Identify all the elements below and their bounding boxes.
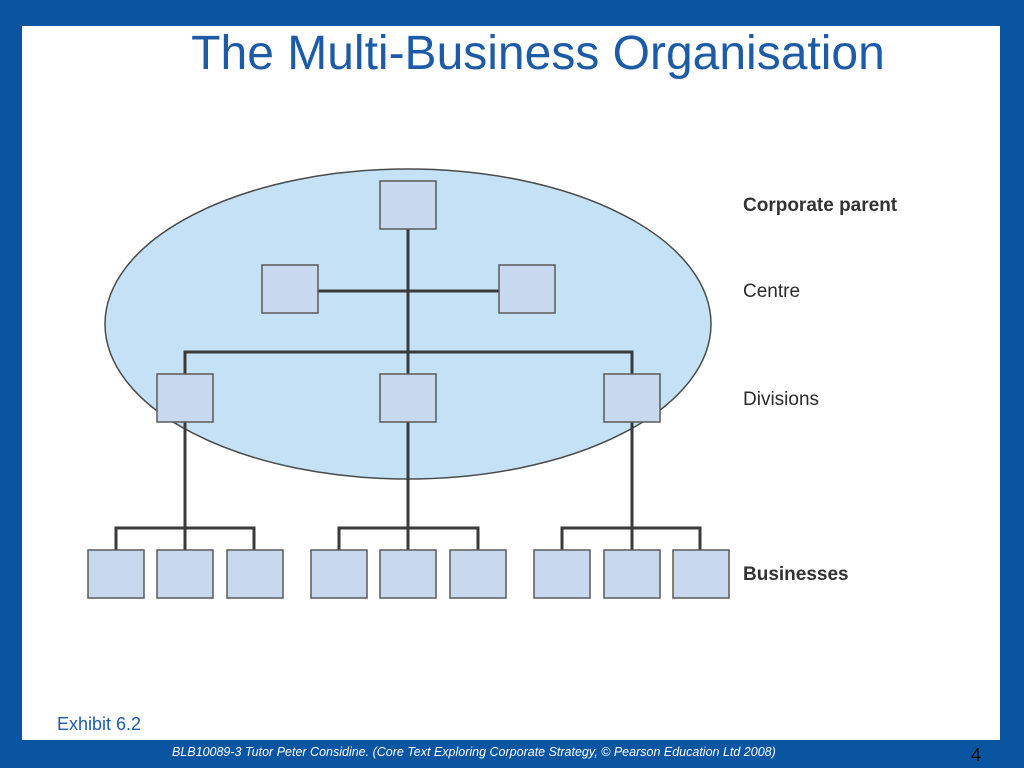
centre-box-right xyxy=(498,264,556,314)
footer-citation: BLB10089-3 Tutor Peter Considine. (Core … xyxy=(172,745,776,759)
org-boxes xyxy=(87,180,730,599)
connector-lines xyxy=(114,227,702,552)
label-centre: Centre xyxy=(743,281,801,302)
exhibit-caption: Exhibit 6.2 xyxy=(57,714,142,734)
division-box-right xyxy=(603,373,661,423)
business-box xyxy=(87,549,145,599)
label-corporate-parent: Corporate parent xyxy=(743,195,898,216)
business-box xyxy=(379,549,437,599)
business-box xyxy=(533,549,591,599)
label-businesses: Businesses xyxy=(743,564,849,585)
business-box xyxy=(310,549,368,599)
corporate-box xyxy=(379,180,437,230)
centre-box-left xyxy=(261,264,319,314)
label-divisions: Divisions xyxy=(743,389,820,410)
division-box-middle xyxy=(379,373,437,423)
business-box xyxy=(449,549,507,599)
page-number: 4 xyxy=(971,745,982,765)
business-box xyxy=(226,549,284,599)
business-box xyxy=(156,549,214,599)
business-box xyxy=(603,549,661,599)
business-box xyxy=(672,549,730,599)
slide-title: The Multi-Business Organisation xyxy=(191,27,885,80)
division-box-left xyxy=(156,373,214,423)
